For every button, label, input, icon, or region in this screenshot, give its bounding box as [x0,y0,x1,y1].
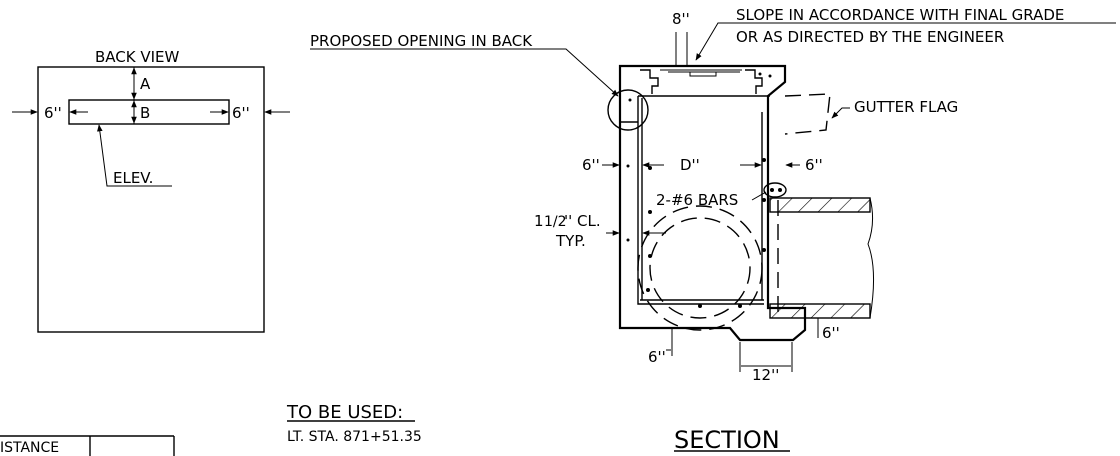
elev-leader [97,124,113,187]
dim-b-label: B [140,104,150,122]
back-view-outline [37,66,265,333]
dim-left-label: 6'' [44,104,62,122]
opening-note: PROPOSED OPENING IN BACK [310,32,533,50]
usage-station: LT. STA. 871+51.35 [287,429,422,445]
clear-cover-typ: TYP. [555,232,586,250]
clear-cover-text: '' CL. [564,212,601,230]
top-dim-label: 8'' [672,10,690,28]
inlet-outer-wall [618,64,807,342]
dim-right-label: 6'' [232,104,250,122]
usage-note: TO BE USED: LT. STA. 871+51.35 [286,402,422,445]
bars-callout-ellipse [763,182,787,198]
back-view-opening [68,99,230,125]
clear-cover-whole: 1 [534,212,544,230]
dim-a-label: A [140,75,151,93]
pipe-bottom-wall [769,303,871,319]
rebar-dots [626,72,782,308]
pipe-circle-outer [637,205,763,331]
pipe-break-line [867,197,875,319]
opening-callout-circle [607,89,649,131]
gutter-flag-outline [784,93,831,135]
gutter-flag-label: GUTTER FLAG [854,98,958,116]
gutter-flag-leader [831,107,850,119]
usage-heading: TO BE USED: [286,402,403,423]
back-view-title: BACK VIEW [95,48,180,66]
inner-dim: D'' [680,156,700,174]
bottom-left-dim: 6'' [648,348,666,366]
elev-label: ELEV. [113,169,153,187]
grate-frame [640,69,763,94]
pipe-dim: 6'' [822,324,840,342]
clear-cover-fraction: 1/2 [544,214,567,230]
section-view: 8'' SLOPE IN ACCORDANCE WITH FINAL GRADE… [310,6,1116,454]
section-title: SECTION [674,426,780,454]
right-wall-dim: 6'' [805,156,823,174]
table-stub: ISTANCE [0,435,175,456]
slope-leader [695,22,736,61]
left-wall-dim: 6'' [582,156,600,174]
inlet-inner-wall [637,95,770,305]
pipe-top-wall [769,197,871,213]
slope-note-line-2: OR AS DIRECTED BY THE ENGINEER [736,28,1004,46]
slope-note-line-1: SLOPE IN ACCORDANCE WITH FINAL GRADE [736,6,1064,24]
pipe-circle-inner [649,217,751,319]
opening-leader [562,48,619,97]
bars-label: 2-#6 BARS [656,191,738,209]
bottom-width-dim: 12'' [752,366,779,384]
table-stub-cell: ISTANCE [0,440,59,456]
back-view: BACK VIEW A B 6'' 6'' ELEV. [12,48,290,333]
